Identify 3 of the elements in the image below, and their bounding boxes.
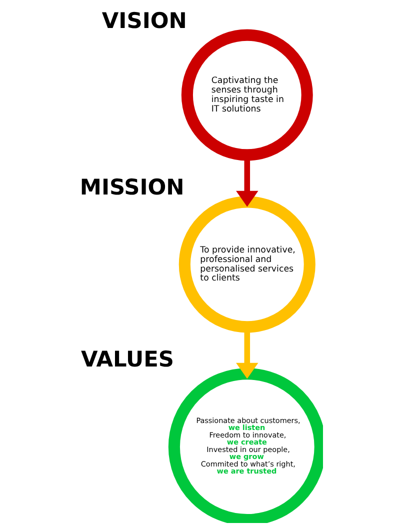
node-circle: Passionate about customers, we listen Freedom to innovate, we create Invested in our people, we grow Commited to what’s right, we are trusted — [168, 368, 323, 523]
node-circle: Captivating the senses through inspiring taste in IT solutions — [181, 29, 313, 161]
node-circle: To provide innovative, professional and personalised services to clients — [178, 196, 316, 333]
